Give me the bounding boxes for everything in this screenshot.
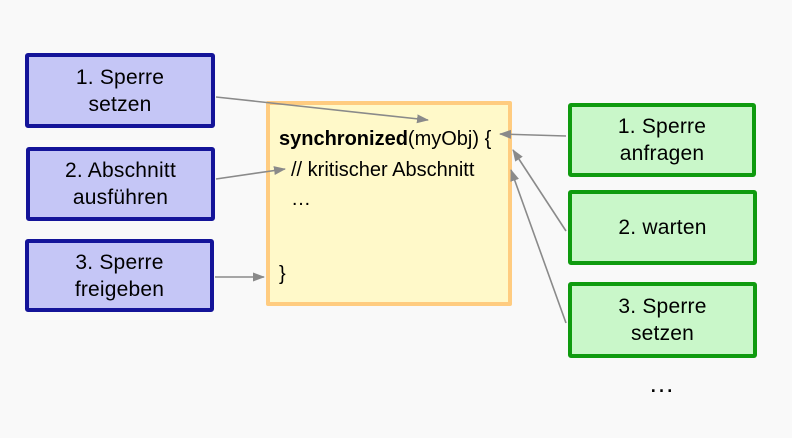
code-line-synchronized: synchronized(myObj) { [279, 127, 491, 151]
code-line1-rest: (myObj) { [407, 128, 492, 150]
arrow-warten-to-open-brace [512, 149, 567, 232]
left-step-2-label-line2: ausführen [72, 186, 169, 209]
right-step-1-label-line2: anfragen [619, 142, 705, 165]
code-line-closing-brace: } [279, 263, 286, 285]
right-step-box-3-sperre-setzen: 3. Sperre setzen [568, 282, 757, 358]
right-step-3-label-line1: 3. Sperre [618, 295, 707, 318]
trailing-ellipsis: … [648, 368, 675, 398]
left-step-box-2-abschnitt-ausfuehren: 2. Abschnitt ausführen [26, 147, 215, 221]
right-step-1-label-line1: 1. Sperre [617, 115, 707, 138]
right-step-box-1-sperre-anfragen: 1. Sperre anfragen [568, 103, 756, 177]
right-step-3-label-line2: setzen [630, 322, 695, 345]
right-step-box-2-warten: 2. warten [568, 190, 757, 265]
left-step-box-1-sperre-setzen: 1. Sperre setzen [25, 53, 215, 128]
left-step-1-label-line1: 1. Sperre [75, 65, 165, 89]
left-step-box-3-sperre-freigeben: 3. Sperre freigeben [25, 239, 214, 312]
code-line-ellipsis: … [291, 188, 311, 210]
code-keyword-synchronized: synchronized [279, 128, 408, 150]
arrow-sperre-setzen-right-to-open-brace [510, 169, 567, 324]
right-step-2-label-line1: 2. warten [618, 216, 707, 239]
left-step-2-label-line1: 2. Abschnitt [65, 159, 176, 182]
left-step-1-label-line2: setzen [88, 92, 152, 116]
code-line-comment: // kritischer Abschnitt [291, 159, 475, 181]
code-box-synchronized-block: synchronized(myObj) { // kritischer Absc… [266, 101, 512, 306]
left-step-3-label-line1: 3. Sperre [75, 250, 164, 274]
left-step-3-label-line2: freigeben [74, 277, 165, 301]
